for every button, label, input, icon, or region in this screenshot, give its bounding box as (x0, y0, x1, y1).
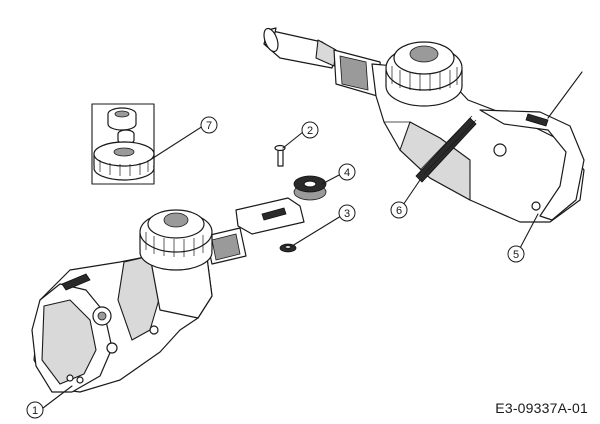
svg-text:5: 5 (513, 249, 519, 261)
screw-part (274, 144, 286, 167)
callout-2: 2 (301, 121, 319, 139)
exploded-trimmer-head (31, 197, 305, 393)
callout-3: 3 (338, 204, 356, 222)
callout-6: 6 (390, 201, 408, 219)
callout-4: 4 (338, 163, 356, 181)
svg-text:3: 3 (344, 208, 350, 220)
knob-kit-part (91, 103, 155, 185)
callout-1: 1 (26, 401, 44, 419)
svg-text:4: 4 (344, 167, 350, 179)
svg-text:6: 6 (396, 205, 402, 217)
hub-part (293, 175, 327, 201)
document-code: E3-09337A-01 (495, 400, 588, 416)
assembled-trimmer-head (263, 27, 585, 223)
svg-text:2: 2 (307, 125, 313, 137)
svg-text:7: 7 (206, 120, 212, 132)
callout-7: 7 (200, 116, 218, 134)
callout-5: 5 (507, 245, 525, 263)
svg-text:1: 1 (32, 405, 38, 417)
